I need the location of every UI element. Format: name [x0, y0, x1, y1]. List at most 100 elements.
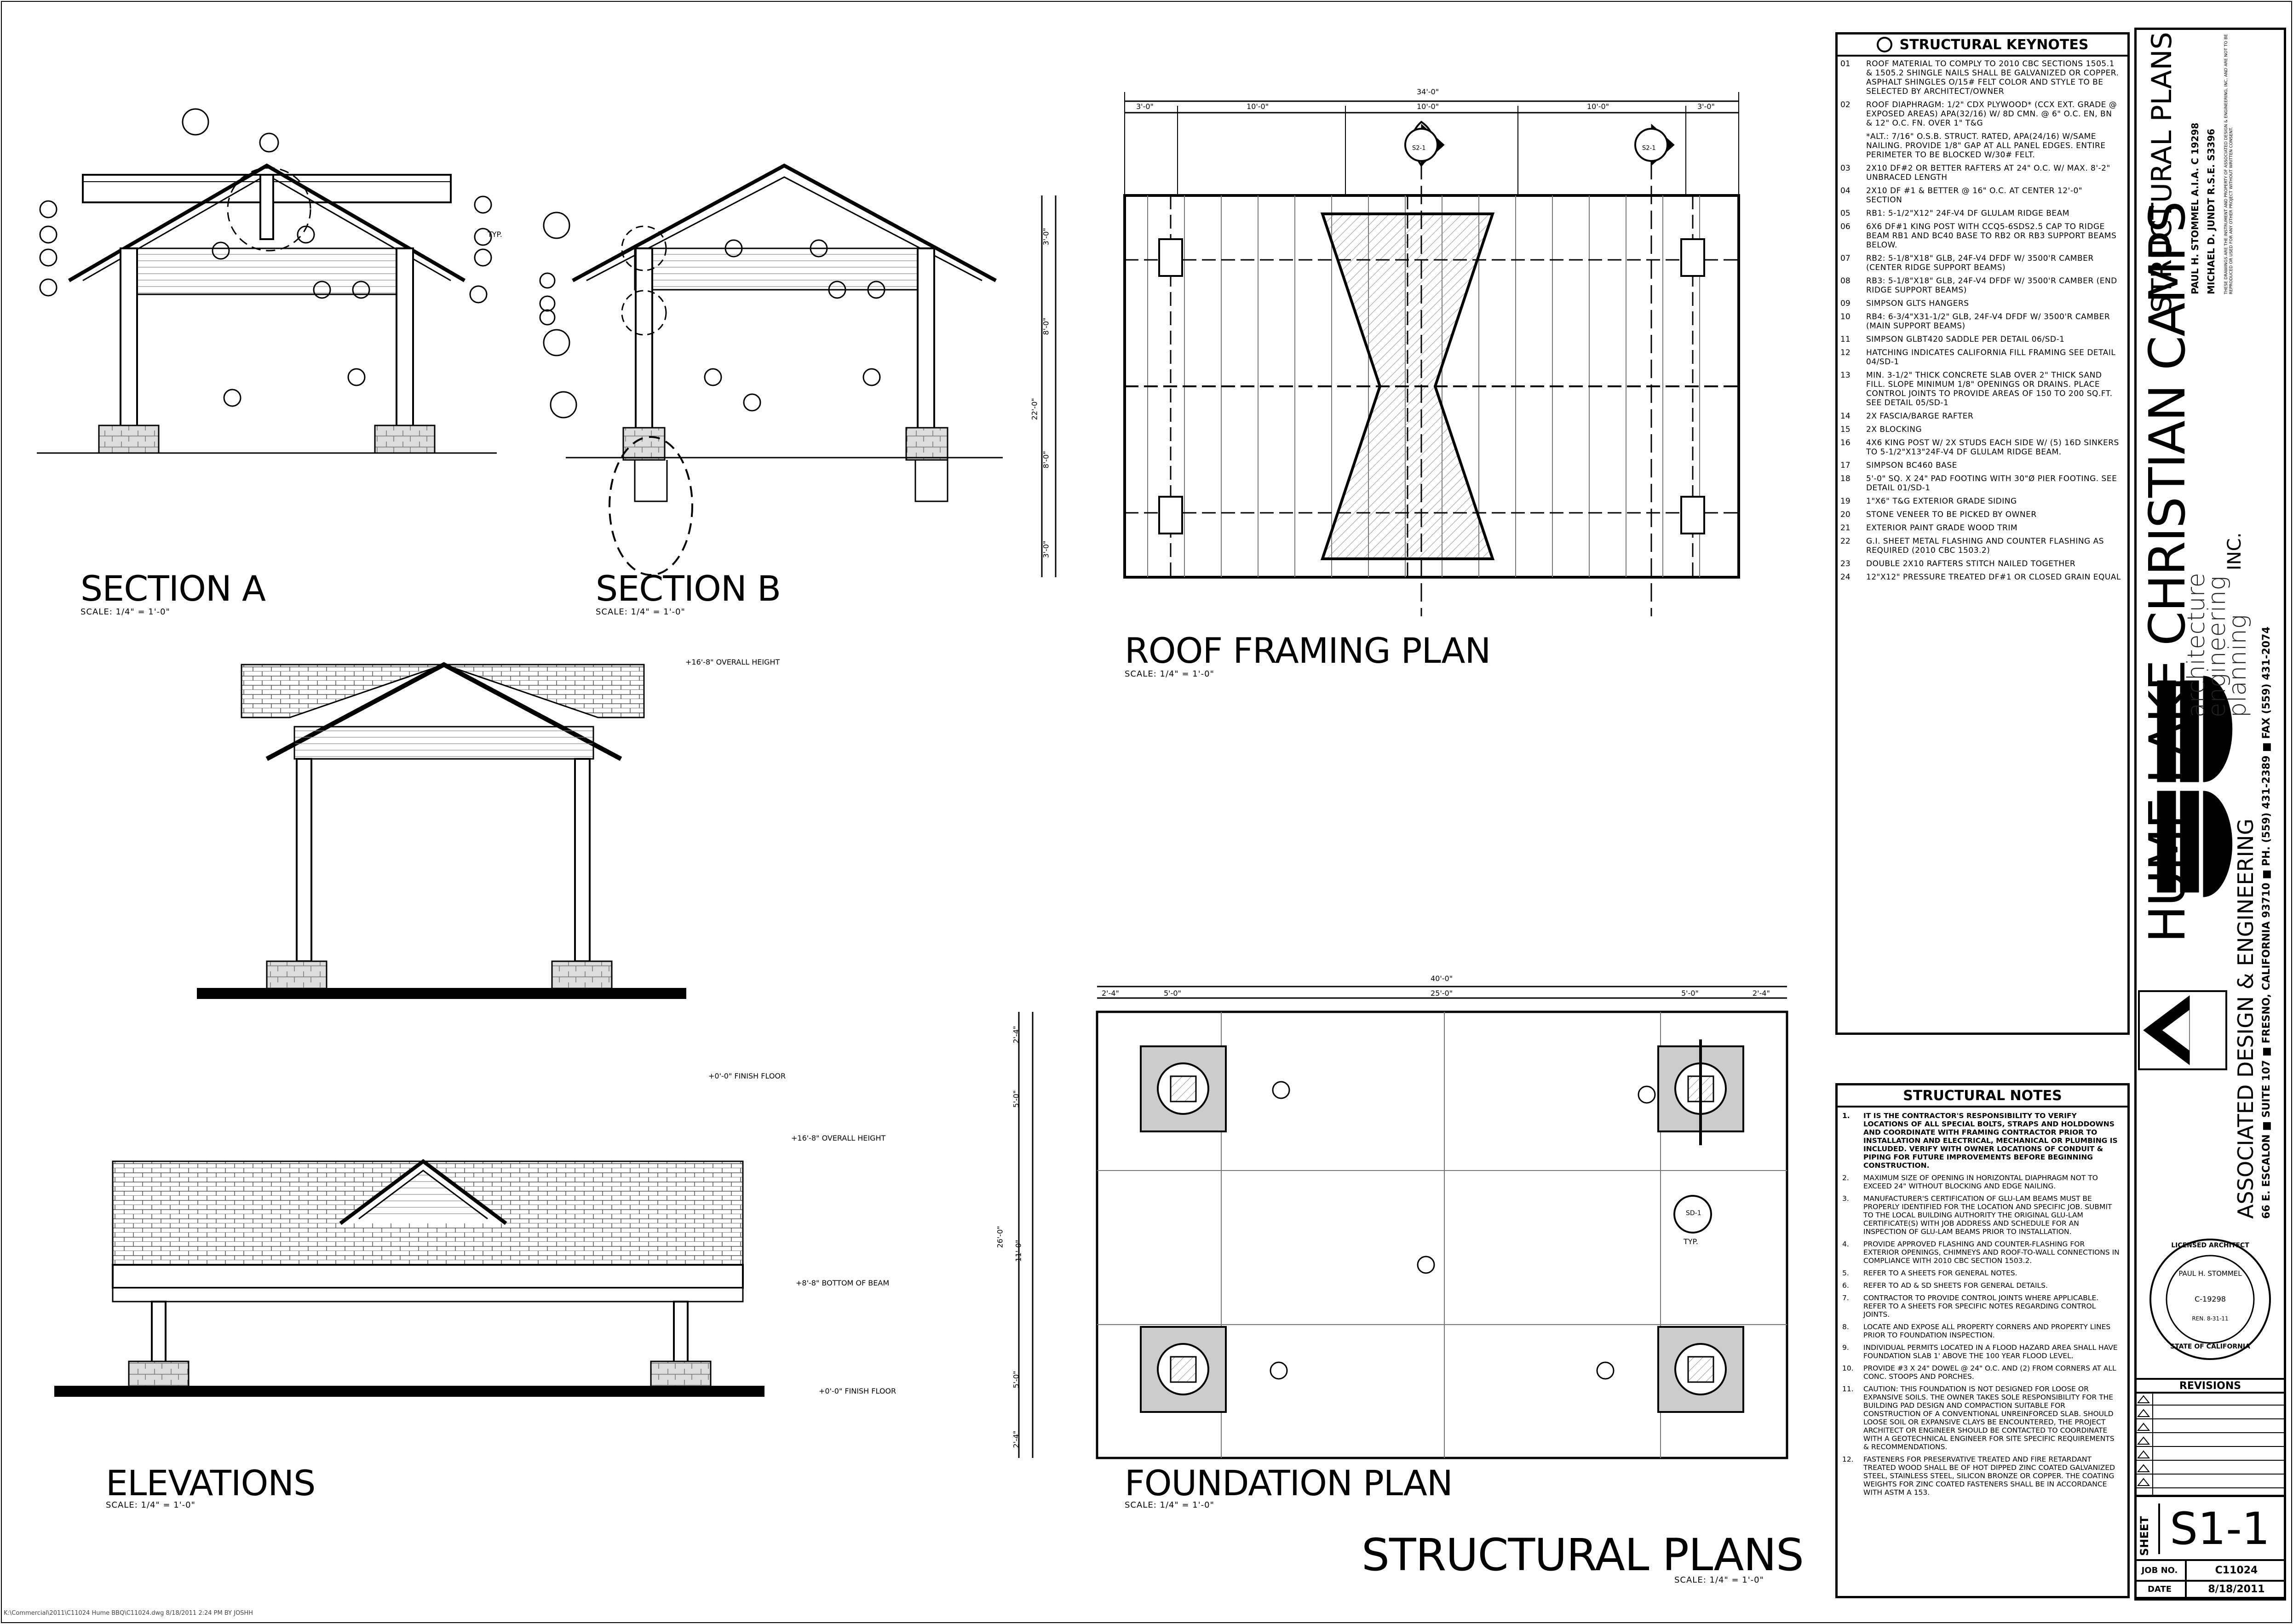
job-no-row: JOB NO. C11024: [2134, 1559, 2286, 1580]
section-b-title: SECTION B: [596, 568, 781, 609]
keynote-item: 08 RB3: 5-1/8"x18" GLB, 24F-V4 DFDF W/ 35…: [1840, 276, 2121, 295]
fdn-dim-v-3: 11'-0": [1014, 1240, 1023, 1262]
elevation-end-drawing: [197, 662, 686, 999]
firm-tagline-inc: INC.: [2224, 532, 2245, 570]
note-number: 5.: [1842, 1269, 1849, 1277]
roof-dim-seg-3: 10'-0": [1417, 102, 1439, 111]
fdn-dim-v-4: 5'-0": [1011, 1371, 1021, 1389]
fdn-dim-v-5: 2'-4": [1011, 1430, 1021, 1448]
note-item: 9.INDIVIDUAL PERMITS LOCATED IN A FLOOD …: [1838, 1343, 2127, 1360]
ownership-note: THESE DRAWINGS ARE THE INSTRUMENT AND PR…: [2224, 34, 2234, 294]
note-item: 4.PROVIDE APPROVED FLASHING AND COUNTER-…: [1838, 1240, 2127, 1265]
notes-panel: STRUCTURAL NOTES 1.IT IS THE CONTRACTOR'…: [1835, 1083, 2130, 1598]
overall-height-upper: +16'-8" OVERALL HEIGHT: [685, 658, 780, 666]
keynote-item: 066x6 DF#1 KING POST WITH CCQ5-6SDS2.5 C…: [1840, 222, 2121, 250]
job-no-value: C11024: [2215, 1565, 2258, 1576]
note-number: 10.: [1842, 1364, 1854, 1372]
sheet-label: SHEET: [2138, 1516, 2151, 1556]
keynote-text: EXTERIOR PAINT GRADE WOOD TRIM: [1866, 523, 2018, 533]
keynote-item: 042x10 DF #1 & BETTER @ 16" O.C. AT CENT…: [1840, 186, 2121, 205]
roof-dim-v-4: 3'-0": [1041, 540, 1051, 558]
foundation-title: FOUNDATION PLAN: [1125, 1463, 1453, 1503]
section-b-scale: SCALE: 1/4" = 1'-0": [596, 607, 685, 617]
keynote-number: 19: [1840, 497, 1850, 506]
sheet-caption-title: STRUCTURAL PLANS: [1362, 1529, 1804, 1581]
note-text: MAXIMUM SIZE OF OPENING IN HORIZONTAL DI…: [1863, 1174, 2098, 1190]
section-a-scale: SCALE: 1/4" = 1'-0": [80, 607, 170, 617]
keynote-number: 20: [1840, 510, 1850, 519]
keynote-number: 21: [1840, 523, 1850, 533]
elevations-scale: SCALE: 1/4" = 1'-0": [106, 1500, 195, 1510]
title-block: [2134, 28, 2286, 1601]
stamp-top: LICENSED ARCHITECT: [2171, 1242, 2249, 1249]
keynote-text: RB1: 5-1/2"x12" 24F-V4 DF GLULAM RIDGE B…: [1866, 209, 2069, 218]
keynote-text: RB2: 5-1/8"x18" GLB, 24F-V4 DFDF W/ 3500…: [1866, 254, 2094, 272]
keynote-item: 032x10 DF#2 OR BETTER RAFTERS AT 24" O.C…: [1840, 164, 2121, 182]
fdn-dim-overall: 40'-0": [1431, 974, 1453, 983]
keynote-text: 2x FASCIA/BARGE RAFTER: [1866, 412, 1974, 421]
keynote-number: 02: [1840, 100, 1850, 109]
fdn-dim-seg-2: 5'-0": [1164, 989, 1181, 998]
keynote-number: 08: [1840, 276, 1850, 286]
note-text: CAUTION: THIS FOUNDATION IS NOT DESIGNED…: [1863, 1385, 2115, 1451]
note-text: LOCATE AND EXPOSE ALL PROPERTY CORNERS A…: [1863, 1323, 2111, 1339]
section-b-drawing: [539, 163, 1003, 576]
keynote-item: 142x FASCIA/BARGE RAFTER: [1840, 412, 2121, 421]
note-number: 2.: [1842, 1174, 1849, 1182]
keynote-text: ROOF DIAPHRAGM: 1/2" CDX PLYWOOD* (CCX E…: [1866, 100, 2117, 128]
keynote-text: 2x10 DF#2 OR BETTER RAFTERS AT 24" O.C. …: [1866, 164, 2110, 182]
date-row: DATE 8/18/2011: [2134, 1580, 2286, 1599]
note-item: 2. MAXIMUM SIZE OF OPENING IN HORIZONTAL …: [1838, 1174, 2127, 1190]
note-item: 8.LOCATE AND EXPOSE ALL PROPERTY CORNERS…: [1838, 1323, 2127, 1339]
overall-height-lower: +16'-8" OVERALL HEIGHT: [791, 1134, 886, 1142]
note-text: IT IS THE CONTRACTOR'S RESPONSIBILITY TO…: [1863, 1112, 2118, 1170]
note-number: 3.: [1842, 1194, 1849, 1203]
architect-name: PAUL H. STOMMEL A.I.A. C 19298: [2190, 122, 2201, 294]
keynote-text: MIN. 3-1/2" THICK CONCRETE SLAB OVER 2" …: [1866, 371, 2113, 407]
firm-name: ASSOCIATED DESIGN & ENGINEERING: [2233, 818, 2258, 1219]
typ-label: TYP.: [488, 230, 502, 239]
keynote-text: 1"x6" T&G EXTERIOR GRADE SIDING: [1866, 497, 2017, 506]
keynote-text: SIMPSON GLBT420 SADDLE PER DETAIL 06/SD-…: [1866, 335, 2065, 344]
note-number: 6.: [1842, 1281, 1849, 1290]
note-text: FASTENERS FOR PRESERVATIVE TREATED AND F…: [1863, 1455, 2115, 1497]
keynote-number: 22: [1840, 537, 1850, 546]
roof-dim-overall: 34'-0": [1417, 87, 1439, 96]
date-label: DATE: [2134, 1582, 2187, 1597]
keynote-item: 21 EXTERIOR PAINT GRADE WOOD TRIM: [1840, 523, 2121, 533]
file-path: K:\Commercial\2011\C11024 Hume BBQ\C1102…: [4, 1610, 253, 1617]
keynote-number: 10: [1840, 312, 1850, 321]
keynote-text: SIMPSON BC460 BASE: [1866, 461, 1957, 470]
keynote-number: 23: [1840, 559, 1850, 568]
note-number: 9.: [1842, 1343, 1849, 1352]
s21-ref-b: S2-1: [1642, 145, 1656, 152]
firm-logo: [2138, 676, 2233, 1070]
keynote-item: 02 ROOF DIAPHRAGM: 1/2" CDX PLYWOOD* (CCX…: [1840, 100, 2121, 128]
engineer-name: MICHAEL D. JUNDT R.S.E. S3396: [2206, 128, 2217, 294]
keynote-text: *ALT.: 7/16" O.S.B. STRUCT. RATED, APA(2…: [1866, 132, 2106, 160]
roof-dim-seg-1: 3'-0": [1136, 102, 1154, 111]
sheet-caption-scale: SCALE: 1/4" = 1'-0": [1674, 1575, 1764, 1585]
keynote-text: RB3: 5-1/8"x18" GLB, 24F-V4 DFDF W/ 3500…: [1866, 276, 2117, 295]
sheet-number: S1-1: [2158, 1503, 2280, 1554]
fdn-dim-vertical: 26'-0": [995, 1226, 1005, 1248]
fdn-dim-seg-4: 5'-0": [1681, 989, 1699, 998]
firm-address: 66 E. ESCALON ■ SUITE 107 ■ FRESNO, CALI…: [2261, 626, 2272, 1219]
note-number: 12.: [1842, 1455, 1854, 1463]
keynote-number: 06: [1840, 222, 1850, 231]
keynote-text: 5'-0" SQ. x 24" PAD FOOTING WITH 30"ø PI…: [1866, 474, 2117, 493]
roof-dim-v-1: 3'-0": [1041, 228, 1051, 246]
keynote-number: 15: [1840, 425, 1850, 434]
note-text: REFER TO AD & SD SHEETS FOR GENERAL DETA…: [1863, 1281, 2048, 1290]
elevations-title: ELEVATIONS: [106, 1463, 316, 1503]
